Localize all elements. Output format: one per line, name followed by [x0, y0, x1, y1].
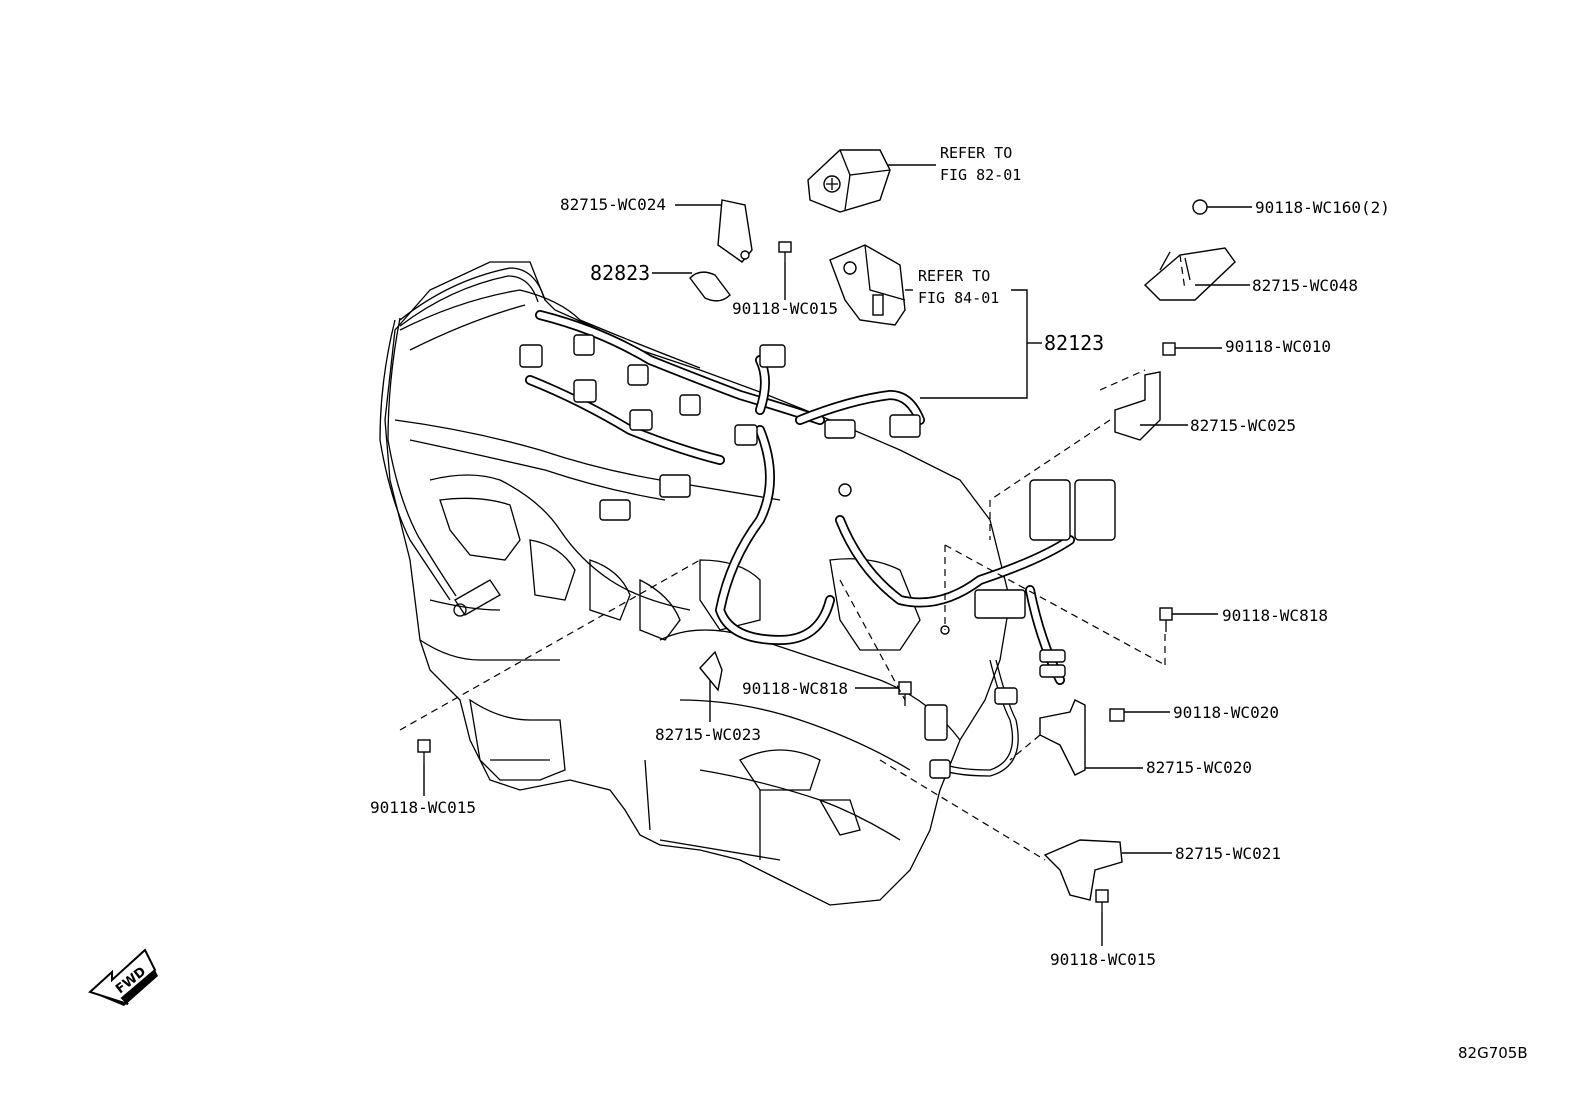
relay-block-part — [829, 244, 906, 326]
leader-lines — [423, 164, 1252, 946]
ecu-module-part — [807, 149, 891, 213]
label-82715-wc021: 82715-WC021 — [1175, 844, 1281, 863]
refer-84-line1: REFER TO — [918, 267, 990, 285]
bolt-wc015-left-part — [417, 739, 431, 764]
label-82715-wc020: 82715-WC020 — [1146, 758, 1252, 777]
alignment-lines — [399, 254, 1186, 861]
bracket-wc021-part — [1043, 839, 1123, 901]
label-90118-wc015-bottom: 90118-WC015 — [1050, 950, 1156, 969]
label-82123: 82123 — [1044, 331, 1104, 355]
wiring-harness-illustration — [379, 267, 1116, 779]
label-82715-wc048: 82715-WC048 — [1252, 276, 1358, 295]
bolt-wc020-part — [1109, 708, 1125, 722]
fwd-arrow-icon: FWD — [88, 948, 158, 1006]
nut-wc160-part — [1192, 199, 1208, 215]
figure-code: 82G705B — [1458, 1044, 1528, 1062]
bracket-wc023-part — [699, 650, 723, 692]
label-90118-wc160: 90118-WC160(2) — [1255, 198, 1390, 217]
bracket-wc020-part — [1039, 699, 1086, 776]
label-82823: 82823 — [590, 261, 650, 285]
bolt-wc818-center-part — [898, 681, 912, 706]
bracket-wc025-part — [1114, 371, 1161, 441]
label-90118-wc015-top: 90118-WC015 — [732, 299, 838, 318]
engine-assembly-illustration — [384, 261, 1011, 906]
bolt-wc015-top-part — [778, 241, 792, 262]
label-90118-wc818-center: 90118-WC818 — [742, 679, 848, 698]
sleeve-82823-part — [689, 271, 731, 302]
bracket-wc048-part — [1143, 247, 1236, 301]
label-90118-wc020: 90118-WC020 — [1173, 703, 1279, 722]
label-90118-wc818-right: 90118-WC818 — [1222, 606, 1328, 625]
refer-82-line1: REFER TO — [940, 144, 1012, 162]
refer-82-line2: FIG 82-01 — [940, 166, 1021, 184]
refer-84-line2: FIG 84-01 — [918, 289, 999, 307]
label-90118-wc010: 90118-WC010 — [1225, 337, 1331, 356]
label-82715-wc025: 82715-WC025 — [1190, 416, 1296, 435]
bolt-wc818-right-part — [1159, 607, 1173, 632]
bolt-wc015-bottom-part — [1095, 889, 1109, 912]
label-82715-wc024: 82715-WC024 — [560, 195, 666, 214]
label-90118-wc015-left: 90118-WC015 — [370, 798, 476, 817]
bolt-wc010-part — [1162, 342, 1176, 356]
label-82715-wc023: 82715-WC023 — [655, 725, 761, 744]
